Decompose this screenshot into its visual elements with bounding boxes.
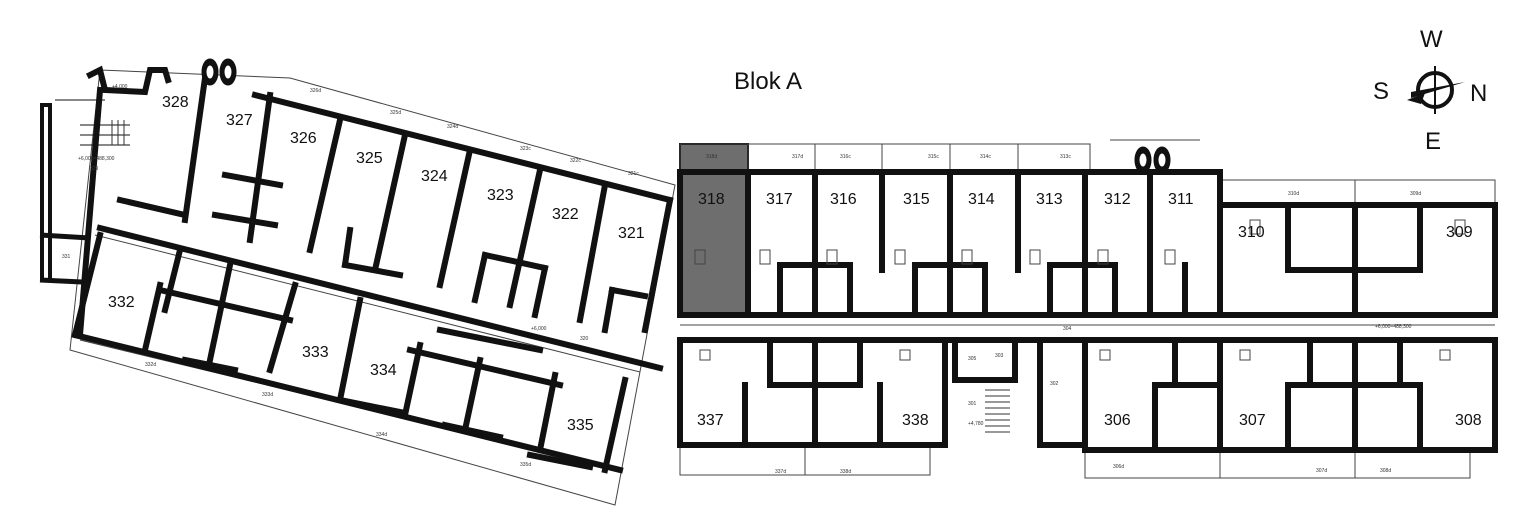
wing-b-walls [71, 231, 629, 474]
room-338: 338 [902, 412, 929, 429]
room-308: 308 [1455, 412, 1482, 429]
room-325: 325 [356, 150, 383, 167]
label-309d: 309d [1410, 191, 1421, 197]
room-337: 337 [697, 412, 724, 429]
label-329: 329 [90, 166, 99, 172]
label-326d: 326d [310, 88, 321, 94]
level-mark-1: +6,000=488,300 [78, 156, 115, 162]
label-305: 305 [968, 356, 977, 362]
label-338d: 338d [840, 469, 851, 475]
compass-rose-icon [1407, 66, 1465, 114]
room-335: 335 [567, 417, 594, 434]
level-mark-4: +6,000=488,300 [1375, 324, 1412, 330]
small-labels: 318d 317d 316c 315c 314c 313c 310d 309d … [62, 84, 1421, 475]
wing-a-walls [76, 65, 674, 372]
label-323c: 323c [520, 146, 531, 152]
room-316: 316 [830, 191, 857, 208]
label-317d: 317d [792, 154, 803, 160]
label-302: 302 [1050, 381, 1059, 387]
label-315c: 315c [928, 154, 939, 160]
entrance-stair [39, 99, 130, 285]
label-325d: 325d [390, 110, 401, 116]
room-307: 307 [1239, 412, 1266, 429]
level-mark-3: +6,000 [531, 326, 547, 332]
level-mark-2: +4,000 [112, 84, 128, 90]
room-322: 322 [552, 206, 579, 223]
elevator-icons [201, 58, 1171, 174]
room-328: 328 [162, 94, 189, 111]
label-301: 301 [968, 401, 977, 407]
label-308d: 308d [1380, 468, 1391, 474]
label-335d: 335d [520, 462, 531, 468]
main-block-walls [677, 169, 1498, 453]
label-322c: 322c [570, 158, 581, 164]
label-304: 304 [1063, 326, 1072, 332]
label-320: 320 [580, 336, 589, 342]
room-labels: 328 327 326 325 324 323 322 321 332 333 … [108, 94, 1482, 434]
room-321: 321 [618, 225, 645, 242]
room-318: 318 [698, 191, 725, 208]
room-312: 312 [1104, 191, 1131, 208]
label-306d: 306d [1113, 464, 1124, 470]
block-title: Blok A [734, 68, 803, 95]
label-333d: 333d [262, 392, 273, 398]
room-315: 315 [903, 191, 930, 208]
level-mark-5: +4,780 [968, 421, 984, 427]
fixtures [694, 219, 1466, 361]
label-332d: 332d [145, 362, 156, 368]
room-311: 311 [1168, 191, 1194, 208]
label-314c: 314c [980, 154, 991, 160]
label-303: 303 [995, 353, 1004, 359]
label-313c: 313c [1060, 154, 1071, 160]
room-323: 323 [487, 187, 514, 204]
room-313: 313 [1036, 191, 1063, 208]
label-318d: 318d [706, 154, 717, 160]
compass-north: N [1470, 80, 1488, 107]
room-333: 333 [302, 344, 329, 361]
label-321c: 321c [628, 171, 639, 177]
label-316c: 316c [840, 154, 851, 160]
room-306: 306 [1104, 412, 1131, 429]
label-331: 331 [62, 254, 71, 260]
label-324d: 324d [447, 124, 458, 130]
room-332: 332 [108, 294, 135, 311]
room-310: 310 [1238, 224, 1265, 241]
stair-treads [111, 120, 1010, 433]
room-314: 314 [968, 191, 995, 208]
label-310d: 310d [1288, 191, 1299, 197]
label-334d: 334d [376, 432, 387, 438]
compass-east: E [1425, 128, 1442, 155]
room-309: 309 [1446, 224, 1473, 241]
label-307d: 307d [1316, 468, 1327, 474]
compass-west: W [1420, 26, 1443, 53]
room-326: 326 [290, 130, 317, 147]
room-334: 334 [370, 362, 397, 379]
room-327: 327 [226, 112, 253, 129]
room-317: 317 [766, 191, 793, 208]
compass-south: S [1373, 78, 1390, 105]
room-324: 324 [421, 168, 448, 185]
label-337d: 337d [775, 469, 786, 475]
